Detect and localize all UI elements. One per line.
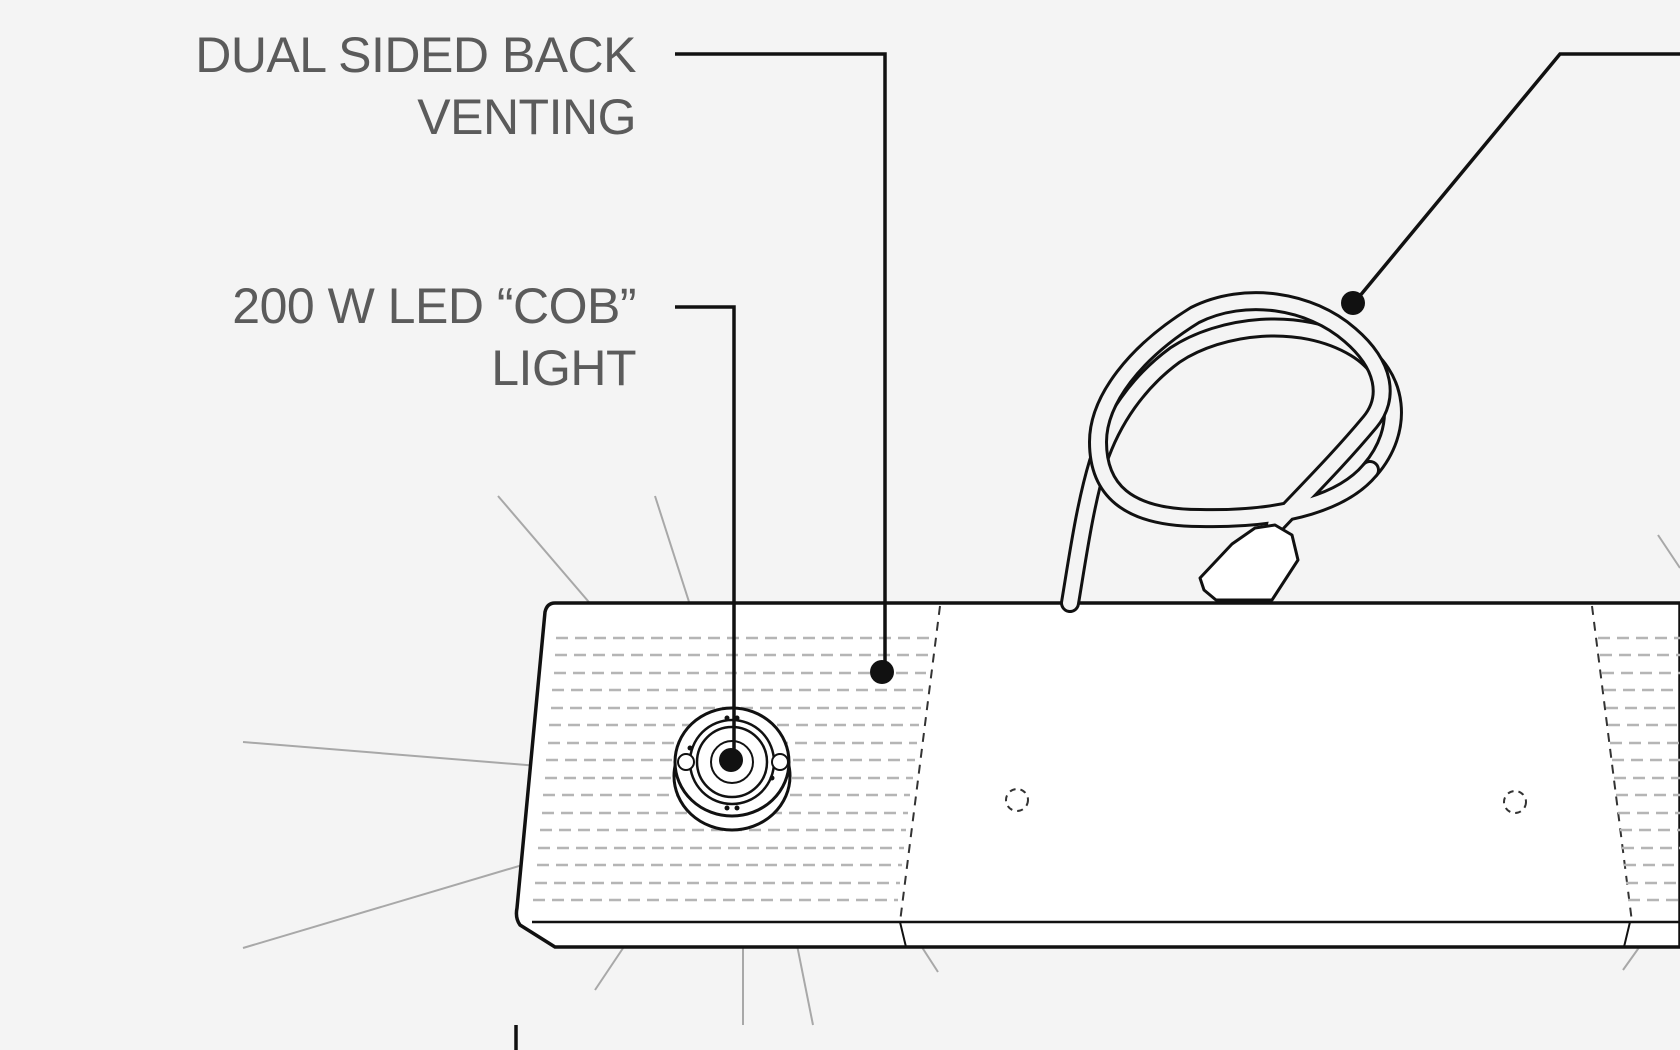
cob-callout-line2: LIGHT [491, 340, 636, 396]
power-cord-icon [1060, 291, 1403, 613]
leader-dots [719, 291, 1365, 772]
cob-callout-label: 200 W LED “COB” LIGHT [232, 275, 636, 399]
cob-callout-line1: 200 W LED “COB” [232, 278, 636, 334]
venting-callout-label: DUAL SIDED BACK VENTING [195, 24, 636, 148]
leader-lines [514, 52, 1680, 1050]
mount-hole-icon [1503, 790, 1527, 814]
mount-hole-icon [1005, 788, 1029, 812]
venting-callout-line1: DUAL SIDED BACK [195, 27, 636, 83]
venting-callout-line2: VENTING [417, 89, 636, 145]
